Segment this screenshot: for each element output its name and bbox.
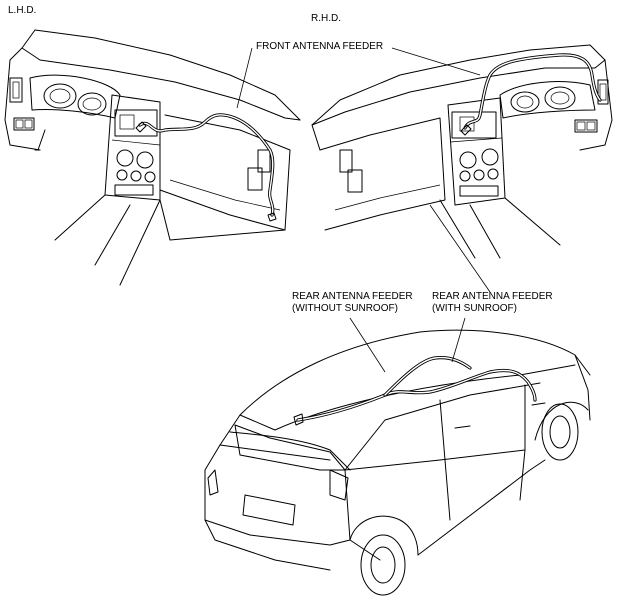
rear-feeder-with-sunroof-label: REAR ANTENNA FEEDER (WITH SUNROOF) — [432, 291, 553, 315]
leader-front-rhd — [391, 47, 481, 76]
rhd-label: R.H.D. — [311, 13, 341, 24]
rear-feeder-without-line1: REAR ANTENNA FEEDER — [292, 291, 413, 302]
leader-front-lhd — [236, 47, 253, 109]
rear-feeder-without-line2: (WITHOUT SUNROOF) — [292, 303, 398, 314]
rear-feeder-with-line1: REAR ANTENNA FEEDER — [432, 291, 553, 302]
lhd-dashboard-drawing — [4, 29, 301, 286]
leader-rear-with — [451, 317, 466, 363]
leader-rear-without — [349, 317, 386, 373]
vehicle-drawing — [204, 329, 591, 596]
front-antenna-feeder-label: FRONT ANTENNA FEEDER — [256, 41, 384, 52]
leader-lhd-rhd-divider — [429, 204, 491, 293]
rear-feeder-with-line2: (WITH SUNROOF) — [432, 303, 517, 314]
rear-feeder-without-sunroof-label: REAR ANTENNA FEEDER (WITHOUT SUNROOF) — [292, 291, 413, 315]
rhd-dashboard-drawing — [311, 44, 613, 259]
lhd-label: L.H.D. — [8, 5, 37, 16]
